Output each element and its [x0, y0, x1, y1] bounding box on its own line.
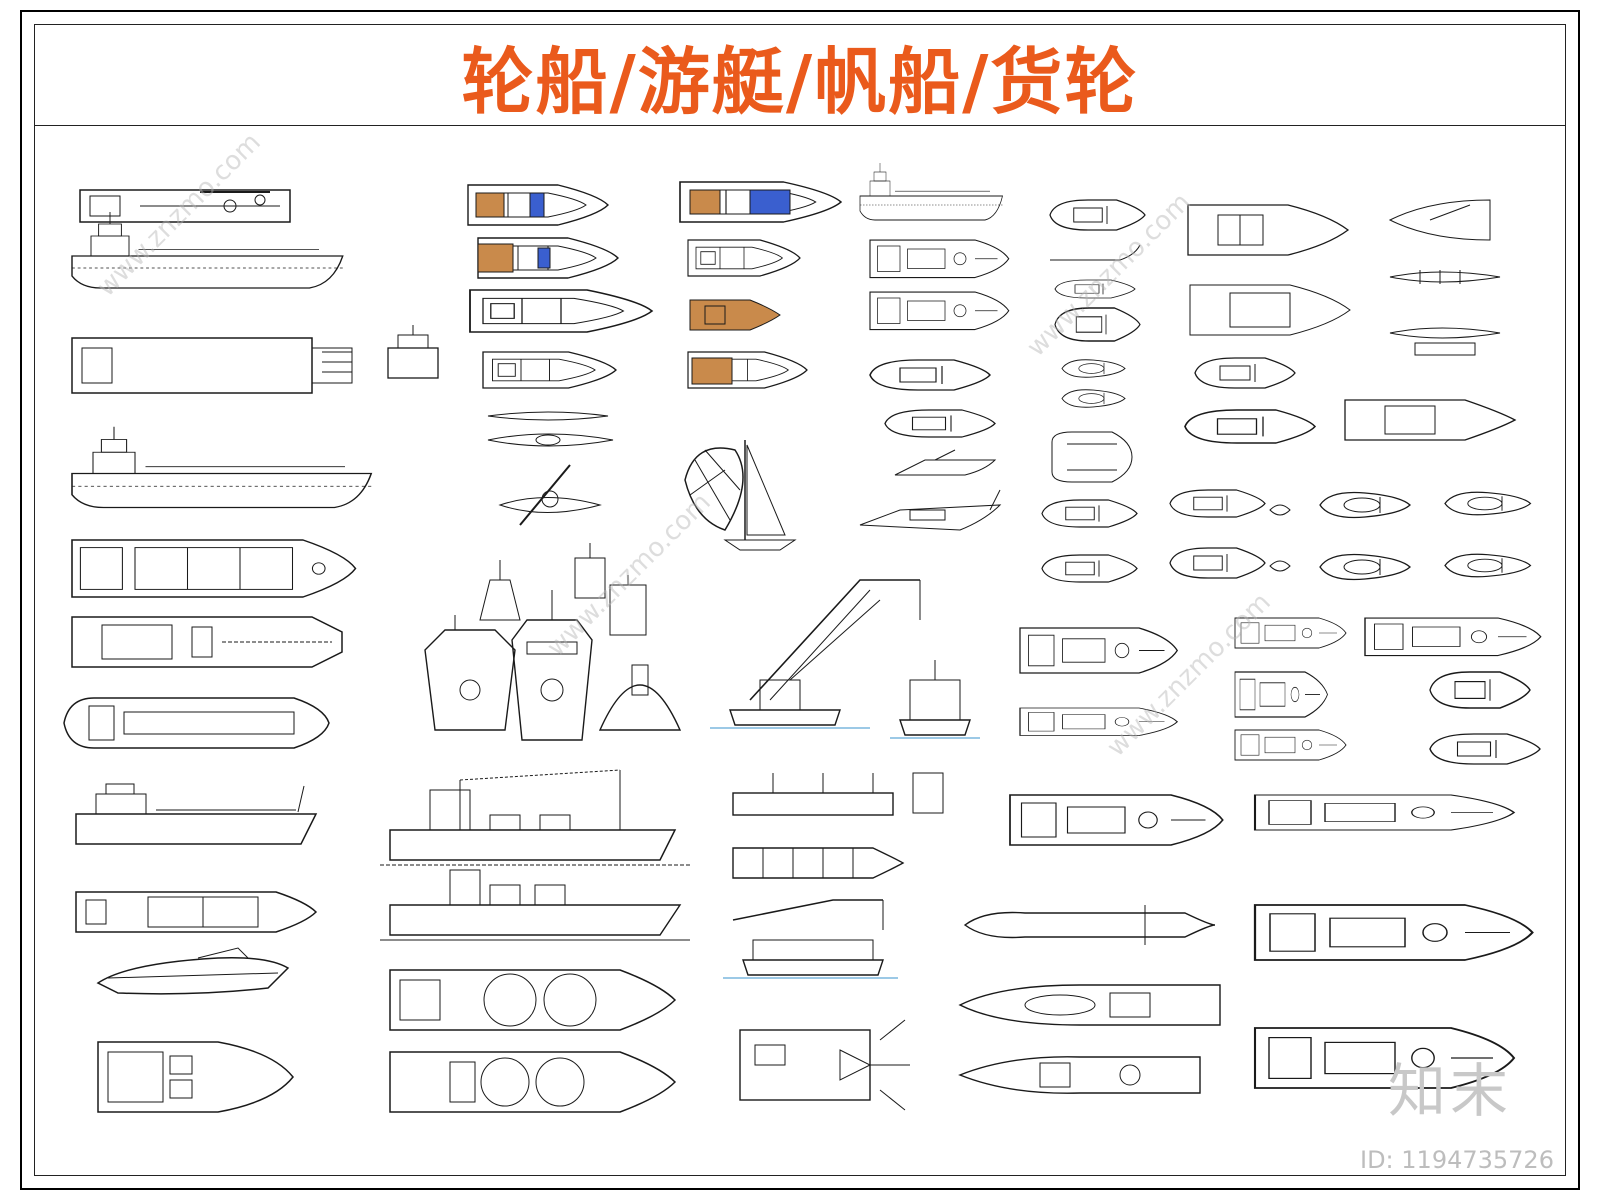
title-band: 轮船/游艇/帆船/货轮 [35, 25, 1565, 126]
inner-border: 轮船/游艇/帆船/货轮 [34, 24, 1566, 1176]
column-cargo-ships [63, 189, 439, 1113]
patrol-boats-group [958, 617, 1542, 1094]
sheet-title: 轮船/游艇/帆船/货轮 [461, 39, 1139, 124]
watermark-logo: 知末 [1388, 1057, 1513, 1125]
crane-barge [710, 579, 980, 739]
column-small-boats [1041, 199, 1532, 583]
warship-group [424, 543, 682, 741]
column-luxury-yachts [467, 181, 842, 551]
tanker-drawings [380, 769, 690, 1113]
drawing-sheet-frame: 轮船/游艇/帆船/货轮 [20, 10, 1580, 1190]
watermark-id: ID: 1194735726 [1360, 1146, 1554, 1174]
sailboat-spinnaker [684, 440, 797, 551]
middle-cargo-ships [723, 772, 944, 1111]
kayak-paddler [498, 464, 602, 526]
column-tugboats [859, 162, 1010, 531]
